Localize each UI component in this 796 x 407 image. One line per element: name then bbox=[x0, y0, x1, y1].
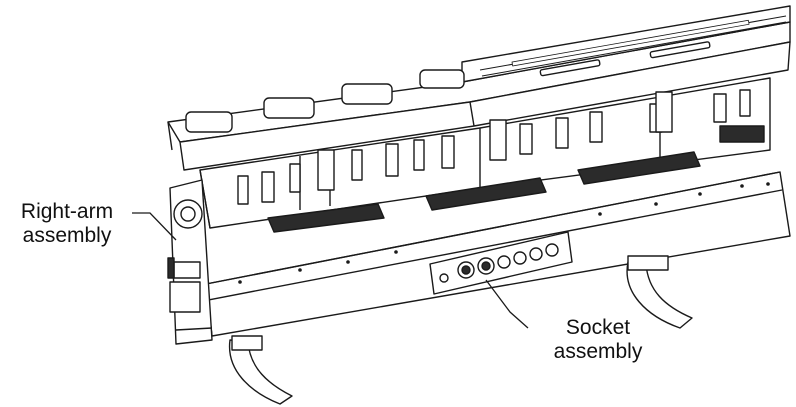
socket-callout: Socket assembly bbox=[530, 316, 666, 364]
top-frame bbox=[167, 5, 791, 171]
socket-label-line-2: assembly bbox=[553, 340, 643, 363]
socket-grounding-post bbox=[439, 273, 449, 283]
socket-ethercon bbox=[529, 247, 543, 261]
mounting-clamps bbox=[228, 255, 693, 405]
socket-xlr bbox=[545, 243, 559, 257]
right-arm-label-line-2: assembly bbox=[22, 224, 112, 247]
top-frame-openings bbox=[185, 69, 465, 133]
right-arm-label-line-1: Right-arm bbox=[20, 200, 114, 223]
right-arm bbox=[167, 179, 213, 345]
socket-dmx-in bbox=[497, 255, 511, 269]
lamp-chamber bbox=[199, 77, 771, 229]
right-arm-leader bbox=[132, 212, 177, 241]
socket-dmx-out bbox=[513, 251, 527, 265]
socket-leader bbox=[485, 279, 529, 329]
right-arm-callout: Right-arm assembly bbox=[4, 200, 130, 248]
socket-panel bbox=[429, 231, 573, 295]
socket-label-line-1: Socket bbox=[565, 316, 631, 339]
led-strips bbox=[267, 151, 701, 233]
